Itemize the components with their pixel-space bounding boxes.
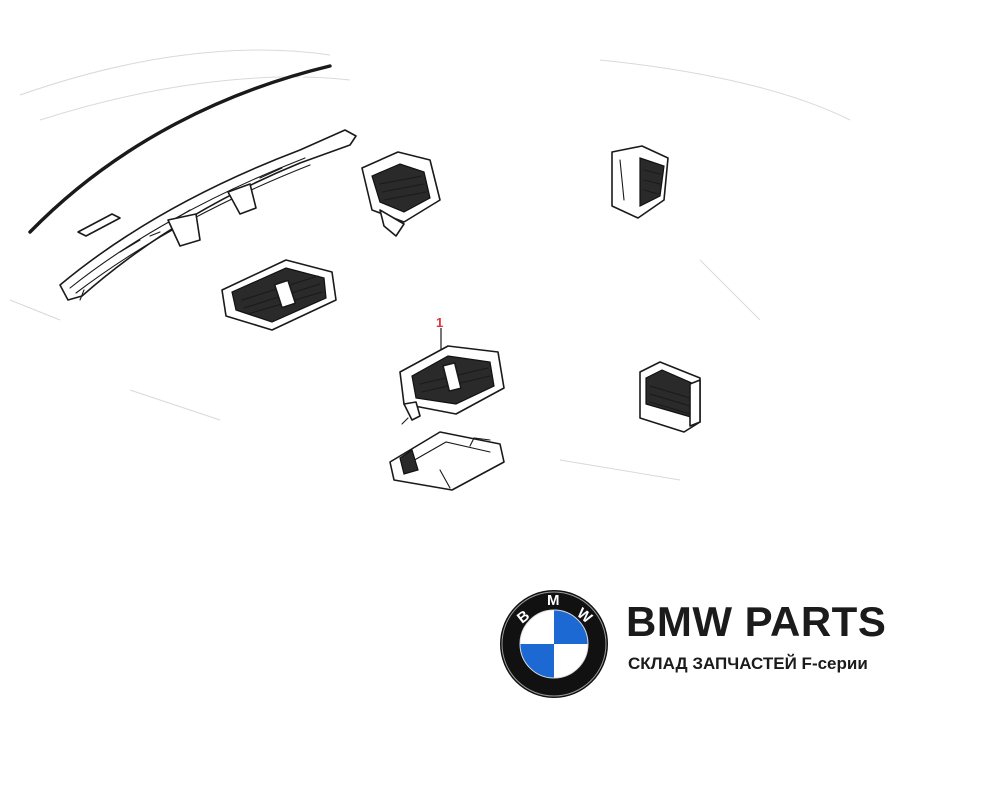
dashboard-defroster-trim bbox=[59, 129, 357, 301]
brand-subtitle: СКЛАД ЗАПЧАСТЕЙ F-серии bbox=[628, 654, 868, 673]
left-air-vent bbox=[221, 259, 337, 331]
brand-block: B M W BMW PARTS СКЛАД ЗАПЧАСТЕЙ F-серии bbox=[498, 588, 928, 700]
callout-number: 1 bbox=[436, 315, 443, 330]
upper-center-air-vent bbox=[361, 151, 441, 237]
center-vent-air-duct bbox=[389, 431, 505, 491]
logo-letter-m: M bbox=[547, 592, 560, 609]
callout-1: 1 bbox=[436, 315, 443, 352]
exploded-parts-diagram: 1 bbox=[9, 49, 851, 491]
right-air-vent bbox=[639, 361, 701, 433]
bmw-roundel-logo: B M W bbox=[500, 590, 608, 698]
background-sketch-lines bbox=[9, 49, 851, 481]
side-air-vent bbox=[611, 145, 669, 219]
center-air-vent-item-1 bbox=[399, 345, 505, 425]
windshield-trim-strip bbox=[28, 64, 332, 237]
brand-title: BMW PARTS bbox=[626, 598, 887, 645]
